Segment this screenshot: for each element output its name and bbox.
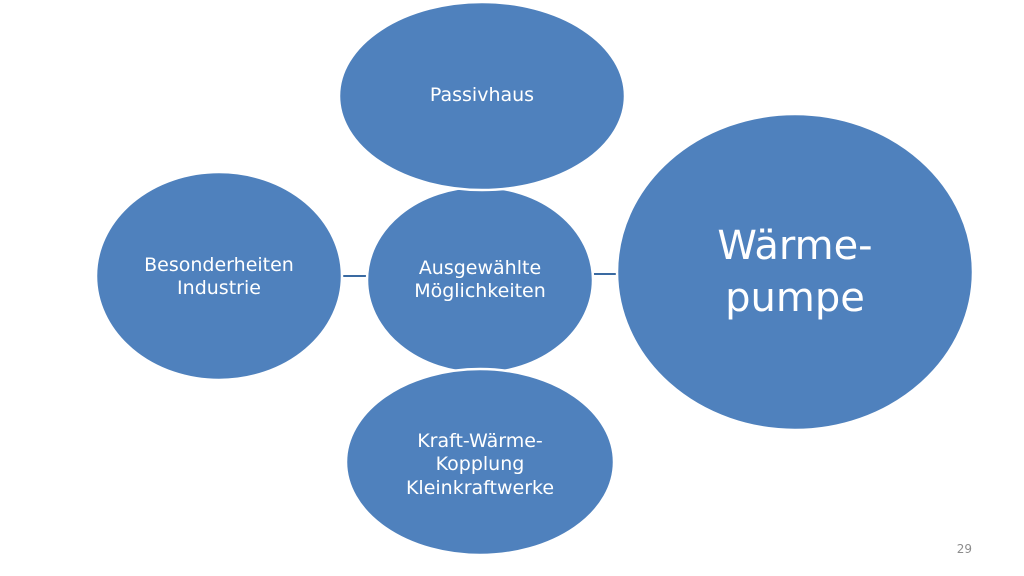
bubble-passivhaus — [337, 0, 627, 192]
bubble-kwk — [344, 367, 616, 557]
center-label: Ausgewählte Möglichkeiten — [414, 256, 546, 302]
bubble-waermepumpe — [615, 112, 975, 432]
bubble-industrie — [94, 170, 344, 382]
node-label-kraft-waerme-kopplung: Kraft-Wärme- Kopplung Kleinkraftwerke — [405, 430, 555, 499]
node-label-passivhaus: Passivhaus — [429, 84, 535, 107]
slide-number: 29 — [956, 542, 972, 556]
node-label-waermepumpe: Wärme- pumpe — [717, 223, 873, 321]
node-label-besonderheiten-industrie: Besonderheiten Industrie — [144, 253, 294, 299]
